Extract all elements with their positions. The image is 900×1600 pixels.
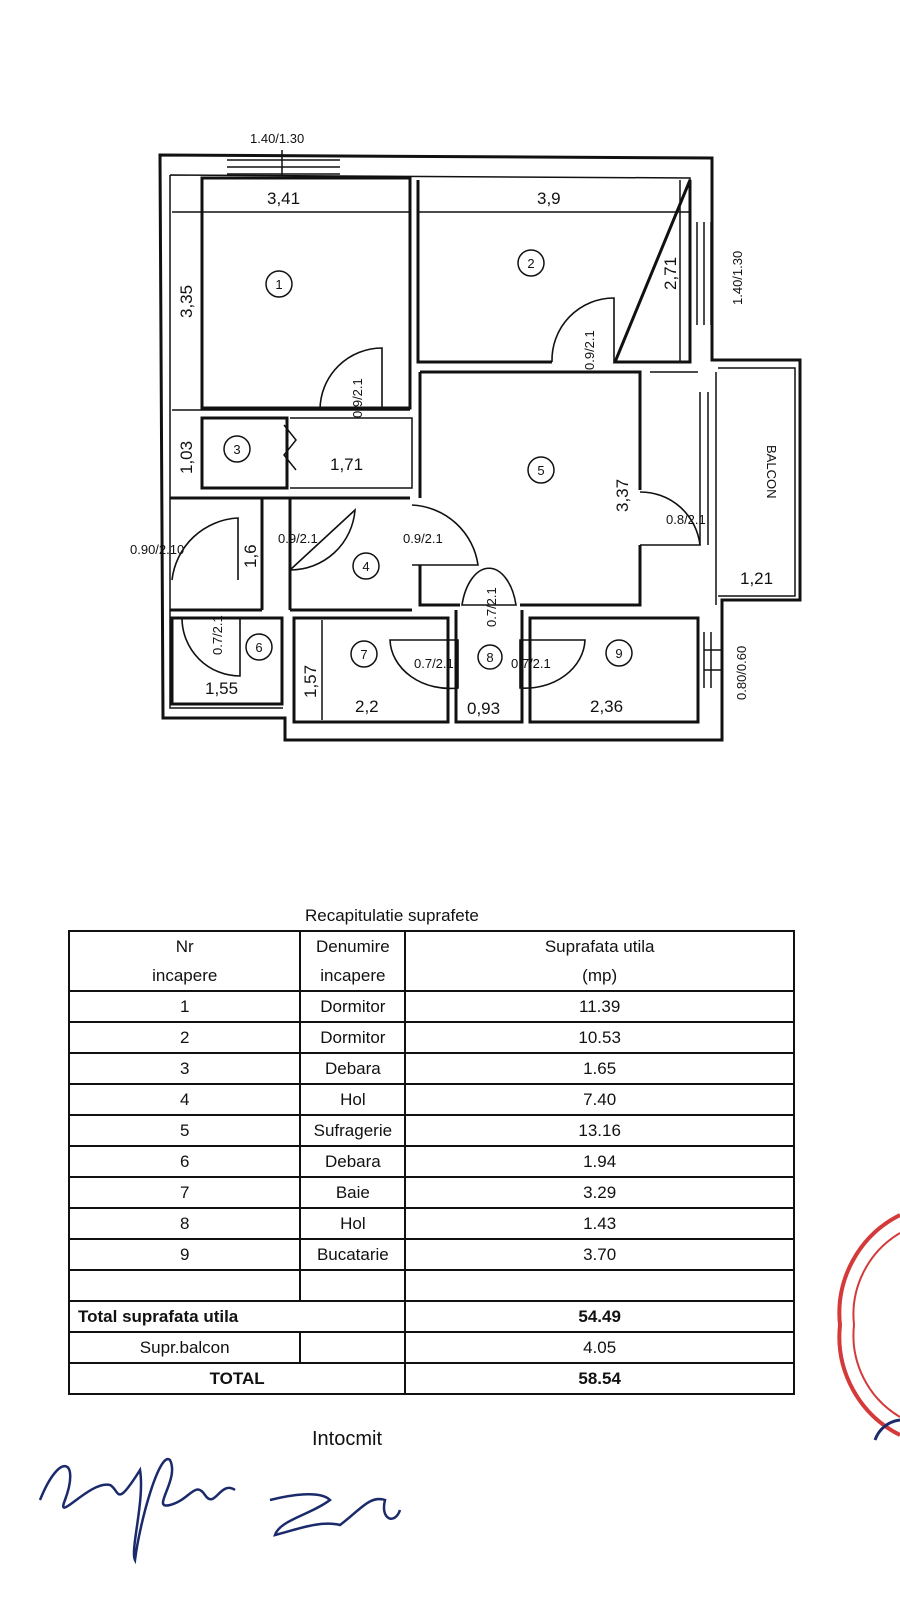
dim-r9-width: 2,36 — [590, 697, 623, 716]
room-2-walls — [416, 179, 692, 364]
empty-row — [67, 1269, 795, 1302]
room-5-walls — [418, 370, 642, 607]
dim-r7-depth: 1,57 — [301, 665, 320, 698]
svg-text:5: 5 — [537, 463, 544, 478]
top-window — [227, 150, 340, 176]
room-3-walls — [200, 416, 289, 490]
dim-r1-depth: 3,35 — [177, 285, 196, 318]
balcony-area-value: 4.05 — [404, 1331, 795, 1364]
svg-text:2: 2 — [527, 256, 534, 271]
balcony-label: BALCON — [764, 445, 779, 498]
room-number-9: 9 — [605, 639, 633, 667]
window-right-label: 1.40/1.30 — [730, 251, 745, 305]
room-number-3: 3 — [223, 435, 251, 463]
dim-r1-width: 3,41 — [267, 189, 300, 208]
total-label: TOTAL — [67, 1362, 407, 1395]
svg-text:6: 6 — [255, 640, 262, 655]
door-label-r9: 0.7/2.1 — [511, 656, 551, 671]
entrance-door-label: 0.90/2.10 — [130, 542, 184, 557]
door-hall-right — [411, 504, 479, 566]
total-row: TOTAL 58.54 — [67, 1362, 795, 1395]
door-label-r6: 0.7/2.1 — [210, 615, 225, 655]
official-stamp — [837, 1213, 900, 1441]
svg-text:9: 9 — [615, 646, 622, 661]
door-label-hall-left: 0.9/2.1 — [278, 531, 318, 546]
room-8-walls — [454, 610, 524, 724]
door-room-9 — [519, 639, 586, 689]
floor-plan: 1 2 3 4 5 6 7 8 9 1.40/1.30 1.40/1.30 0.… — [130, 131, 802, 742]
door-label-r7: 0.7/2.1 — [414, 656, 454, 671]
room-number-4: 4 — [352, 552, 380, 580]
door-label-r1: 0.9/2.1 — [350, 378, 365, 418]
svg-text:7: 7 — [360, 647, 367, 662]
signature — [38, 1457, 402, 1565]
svg-text:3: 3 — [233, 442, 240, 457]
room-6-walls — [170, 616, 284, 706]
window-right-small-label: 0.80/0.60 — [734, 646, 749, 700]
dim-r3-depth: 1,03 — [177, 441, 196, 474]
room-number-1: 1 — [265, 270, 293, 298]
prepared-by-label: Intocmit — [312, 1428, 383, 1450]
dim-r2-depth: 2,71 — [661, 257, 680, 290]
door-room-7 — [389, 639, 459, 690]
svg-text:8: 8 — [486, 650, 493, 665]
balcony-area-label: Supr.balcon — [67, 1331, 302, 1364]
balcony-walls — [718, 367, 796, 597]
header-area: Suprafata utila(mp) — [404, 930, 795, 992]
room-number-7: 7 — [350, 640, 378, 668]
dim-r2-width: 3,9 — [537, 189, 561, 208]
window-top-label: 1.40/1.30 — [250, 131, 304, 146]
total-useful-label: Total suprafata utila — [67, 1300, 407, 1333]
dim-r5-depth: 3,37 — [613, 479, 632, 512]
room-number-6: 6 — [245, 633, 273, 661]
outer-wall — [158, 153, 802, 742]
dim-closet-width: 1,71 — [330, 455, 363, 474]
room-9-walls — [528, 616, 700, 724]
balcony-row: Supr.balcon 4.05 — [67, 1331, 795, 1364]
dim-hall-depth: 1,6 — [241, 544, 260, 568]
svg-text:4: 4 — [362, 559, 369, 574]
dim-r6-width: 1,55 — [205, 679, 238, 698]
door-room-2 — [551, 297, 615, 363]
door-hall-left — [289, 508, 356, 571]
door-balcony — [639, 491, 701, 546]
door-entrance — [171, 517, 239, 581]
door-room-1 — [319, 347, 383, 411]
door-label-hall-right: 0.9/2.1 — [403, 531, 443, 546]
total-useful-row: Total suprafata utila 54.49 — [67, 1300, 795, 1333]
room-7-walls — [292, 616, 450, 724]
door-label-r2: 0.9/2.1 — [582, 330, 597, 370]
recap-title: Recapitulatie suprafete — [305, 906, 479, 925]
door-label-balcony: 0.8/2.1 — [666, 512, 706, 527]
room-number-5: 5 — [527, 456, 555, 484]
total-value: 58.54 — [404, 1362, 795, 1395]
total-useful-value: 54.49 — [404, 1300, 795, 1333]
dim-r7-width: 2,2 — [355, 697, 379, 716]
dim-balcony-width: 1,21 — [740, 569, 773, 588]
room-1-walls — [200, 176, 412, 410]
dim-r8-width: 0,93 — [467, 699, 500, 718]
kitchen-window — [703, 632, 722, 688]
door-label-r8-top: 0.7/2.1 — [484, 587, 499, 627]
svg-text:1: 1 — [275, 277, 282, 292]
room-4-walls — [170, 496, 412, 612]
room-number-2: 2 — [517, 249, 545, 277]
door-room-6 — [181, 617, 241, 677]
right-window — [696, 222, 712, 325]
door-room-8 — [461, 567, 517, 606]
room-number-8: 8 — [477, 644, 503, 670]
